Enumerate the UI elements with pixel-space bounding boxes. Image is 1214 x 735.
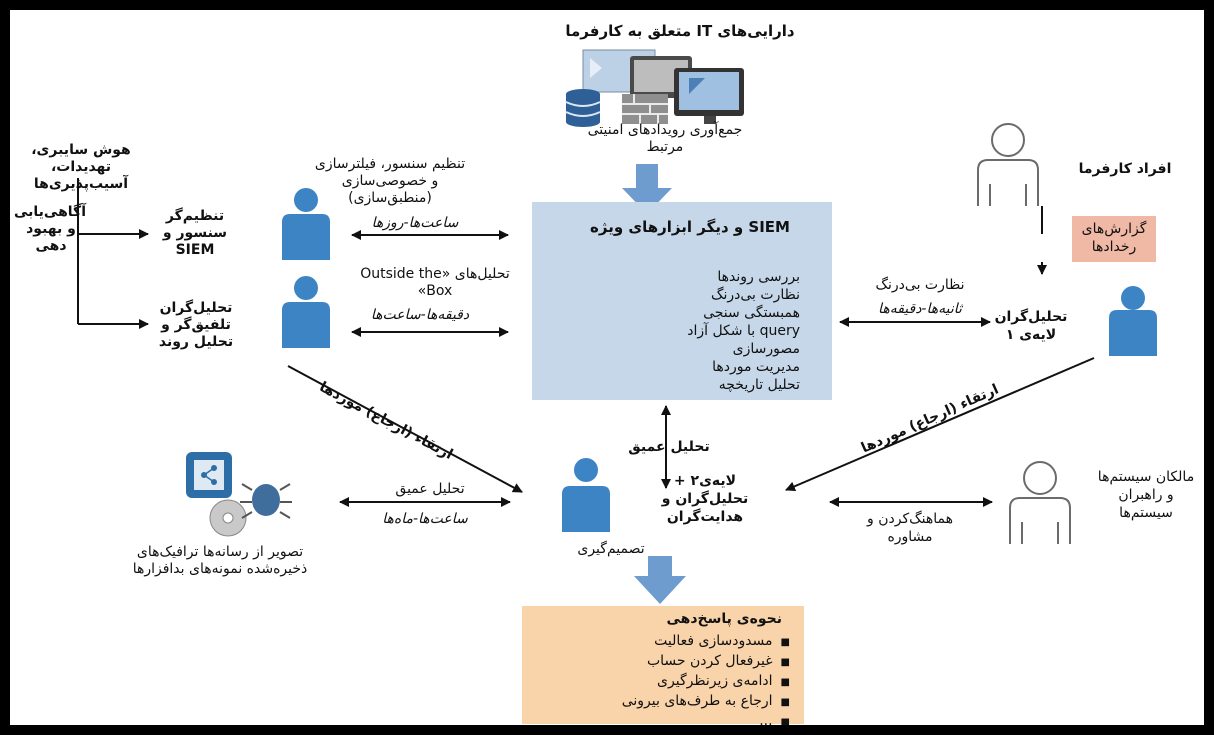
- fusion-label: تحلیل‌گران تلفیق‌گر و تحلیل روند: [158, 300, 234, 350]
- siem-item: همبستگی سنجی: [703, 305, 800, 321]
- response-item: ارجاع به طرف‌های بیرونی: [570, 692, 790, 712]
- response-item: ...: [570, 712, 790, 725]
- tuner-task: تنظیم سنسور، فیلترسازی و خصوصی‌سازی (منط…: [314, 156, 466, 206]
- owners-task: هماهنگ‌کردن و مشاوره: [867, 511, 953, 545]
- media-label: تصویر از رسانه‌ها ترافیک‌های ذخیره‌شده ن…: [132, 544, 308, 577]
- tier1-time: ثانیه‌ها-دقیقه‌ها: [878, 301, 962, 317]
- media-task: تحلیل عمیق: [395, 481, 465, 497]
- assets-title: دارایی‌های IT متعلق به کارفرما: [565, 22, 795, 40]
- tier2-deep: تحلیل عمیق: [628, 439, 710, 455]
- fusion-task: تحلیل‌های «Outside the Box»: [360, 266, 510, 299]
- tuner-label: تنظیم‌گر سنسور و SIEM: [162, 208, 228, 258]
- collect-label: جمع‌آوری رویدادهای امنیتی مرتبط: [587, 122, 743, 155]
- reports-box: [1072, 216, 1156, 262]
- siem-item: query با شکل آزاد: [687, 323, 800, 339]
- tuner-time: ساعت‌ها-روزها: [371, 215, 459, 231]
- media-malware-icon: [186, 452, 292, 537]
- tier1-label: تحلیل‌گران لایه‌ی ۱: [994, 309, 1068, 343]
- siem-item: نظارت بی‌درنگ: [710, 287, 800, 303]
- response-title: نحوه‌ی پاسخ‌دهی: [666, 611, 782, 627]
- collect-flow-arrow: [622, 164, 672, 214]
- decision-flow-arrow: [634, 556, 686, 604]
- owners-label: مالکان سیستم‌ها و راهبران سیستم‌ها: [1097, 469, 1195, 521]
- response-item: غیرفعال کردن حساب: [570, 652, 790, 672]
- servers-database-monitors-icon: [565, 49, 744, 127]
- intel-title: هوش سایبری، تهدیدات، آسیب‌پذیری‌ها: [31, 142, 131, 192]
- response-item: ادامه‌ی زیرنظرگیری: [570, 672, 790, 692]
- fusion-time: دقیقه‌ها-ساعت‌ها: [370, 307, 470, 323]
- siem-title: SIEM و دیگر ابزارهای ویژه: [590, 218, 790, 236]
- connector-lines: [77, 49, 1157, 604]
- tier2-label: لایه‌ی۲ + تحلیل‌گران و هدایت‌گران: [661, 473, 749, 525]
- reports-label: گزارش‌های رخدادها: [1081, 221, 1147, 255]
- tier1-task: نظارت بی‌درنگ: [875, 277, 965, 293]
- response-items: مسدودسازی فعالیتغیرفعال کردن حسابادامه‌ی…: [570, 632, 790, 725]
- soc-diagram: دارایی‌های IT متعلق به کارفرما جمع‌آوری …: [10, 10, 1204, 725]
- tier2-decision: تصمیم‌گیری: [577, 541, 645, 557]
- siem-box: [532, 202, 832, 400]
- response-item: مسدودسازی فعالیت: [570, 632, 790, 652]
- employees-label: افراد کارفرما: [1078, 161, 1172, 177]
- awareness-label: آگاهی‌یابی و بهبود دهی: [13, 204, 86, 254]
- siem-item: مدیریت موردها: [712, 359, 800, 375]
- siem-item: مصورسازی: [732, 341, 800, 357]
- media-time: ساعت‌ها-ماه‌ها: [382, 511, 468, 527]
- siem-items: بررسی روندها نظارت بی‌درنگ همبستگی سنجی que…: [610, 268, 800, 394]
- siem-item: بررسی روندها: [717, 269, 800, 285]
- siem-item: تحلیل تاریخچه: [718, 377, 800, 393]
